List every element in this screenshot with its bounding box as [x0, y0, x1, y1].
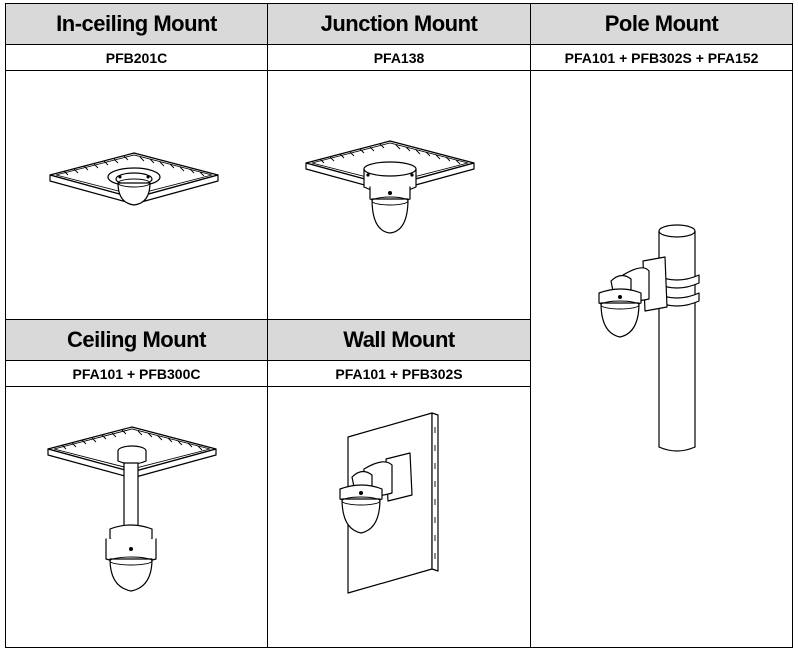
in-ceiling-mount-title: In-ceiling Mount: [5, 3, 268, 45]
junction-mount-illustration: [305, 140, 475, 234]
ceiling-mount-title: Ceiling Mount: [5, 319, 268, 361]
wall-mount-title: Wall Mount: [267, 319, 531, 361]
junction-mount-model: PFA138: [267, 44, 531, 71]
pole-mount-model: PFA101 + PFB302S + PFA152: [530, 44, 793, 71]
in-ceiling-mount-model: PFB201C: [5, 44, 268, 71]
junction-mount-image-cell: [267, 70, 531, 320]
junction-mount-title: Junction Mount: [267, 3, 531, 45]
in-ceiling-mount-illustration: [49, 152, 219, 206]
wall-mount-illustration: [339, 412, 439, 594]
pole-mount-title: Pole Mount: [530, 3, 793, 45]
pole-mount-image-cell: [530, 70, 793, 648]
pole-mount-illustration: [598, 224, 700, 452]
ceiling-mount-illustration: [47, 426, 217, 592]
in-ceiling-mount-image-cell: [5, 70, 268, 320]
wall-mount-image-cell: [267, 386, 531, 648]
wall-mount-model: PFA101 + PFB302S: [267, 360, 531, 387]
ceiling-mount-model: PFA101 + PFB300C: [5, 360, 268, 387]
ceiling-mount-image-cell: [5, 386, 268, 648]
